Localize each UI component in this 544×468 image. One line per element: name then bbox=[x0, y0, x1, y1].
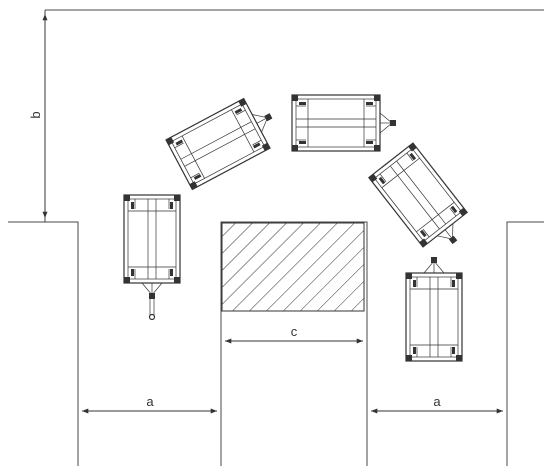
right-wall bbox=[506, 221, 544, 466]
cart-5 bbox=[405, 256, 463, 362]
center-pillar-left-edge bbox=[220, 221, 368, 466]
dimension-c-label: c bbox=[291, 324, 298, 339]
cart-1-tongue bbox=[148, 298, 156, 321]
dimension-b-label: b bbox=[28, 111, 43, 118]
hatched-obstacle bbox=[221, 222, 365, 312]
dimension-a-right-label: a bbox=[433, 394, 441, 409]
dimension-a-left-label: a bbox=[146, 394, 154, 409]
cart-2 bbox=[165, 90, 285, 190]
left-wall bbox=[8, 221, 79, 466]
cart-4 bbox=[368, 142, 478, 261]
cart-3 bbox=[291, 94, 397, 152]
cart-1 bbox=[123, 194, 181, 300]
